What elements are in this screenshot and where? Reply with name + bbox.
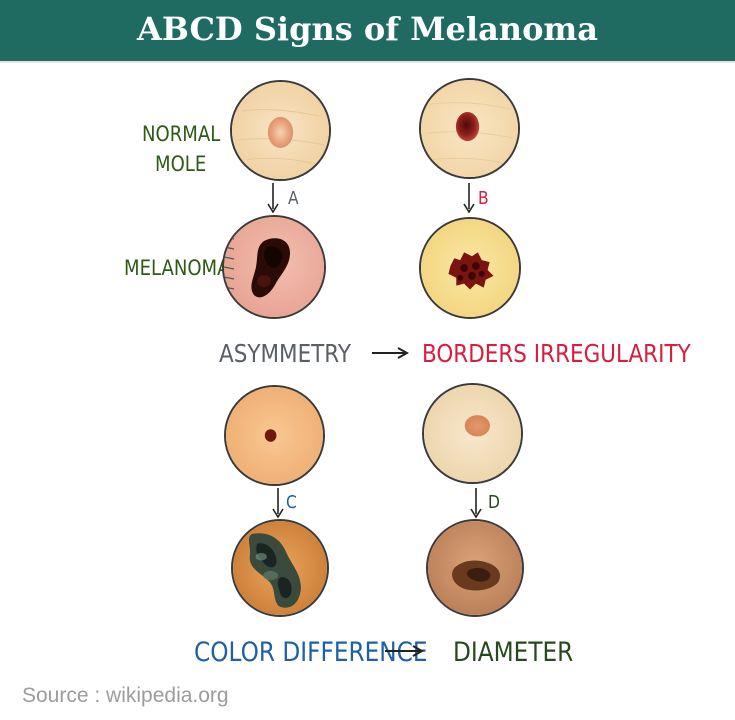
arrow-right-2-icon xyxy=(385,645,424,657)
melanoma-asymmetry-image xyxy=(222,215,326,319)
normal-mole-b-image xyxy=(419,78,520,179)
letter-b-label: B xyxy=(478,188,489,209)
melanoma-color-difference-image xyxy=(231,519,329,617)
melanoma-borders-image xyxy=(419,217,521,319)
header-divider xyxy=(0,61,735,63)
asymmetry-label: ASYMMETRY xyxy=(219,339,352,368)
arrow-down-d-icon xyxy=(470,488,482,519)
arrow-down-b-icon xyxy=(463,183,475,214)
color-difference-label: COLOR DIFFERENCE xyxy=(194,637,428,668)
arrow-down-c-icon xyxy=(272,488,284,519)
arrow-right-1-icon xyxy=(372,347,409,359)
normal-mole-a-image xyxy=(230,80,331,181)
letter-d-label: D xyxy=(488,492,500,513)
normal-mole-label-line1: NORMAL xyxy=(142,122,221,146)
letter-c-label: C xyxy=(286,492,297,513)
arrow-down-a-icon xyxy=(267,183,279,214)
borders-irregularity-label: BORDERS IRREGULARITY xyxy=(422,339,691,368)
normal-mole-c-image xyxy=(224,385,325,486)
header-bar xyxy=(0,0,735,61)
source-credit: Source : wikipedia.org xyxy=(22,684,229,707)
melanoma-diameter-image xyxy=(426,519,524,617)
page-title: ABCD Signs of Melanoma xyxy=(136,10,598,48)
melanoma-label: MELANOMA xyxy=(124,256,230,280)
normal-mole-d-image xyxy=(422,383,523,484)
diameter-label: DIAMETER xyxy=(453,637,574,668)
letter-a-label: A xyxy=(288,188,299,209)
normal-mole-label-line2: MOLE xyxy=(155,152,207,176)
